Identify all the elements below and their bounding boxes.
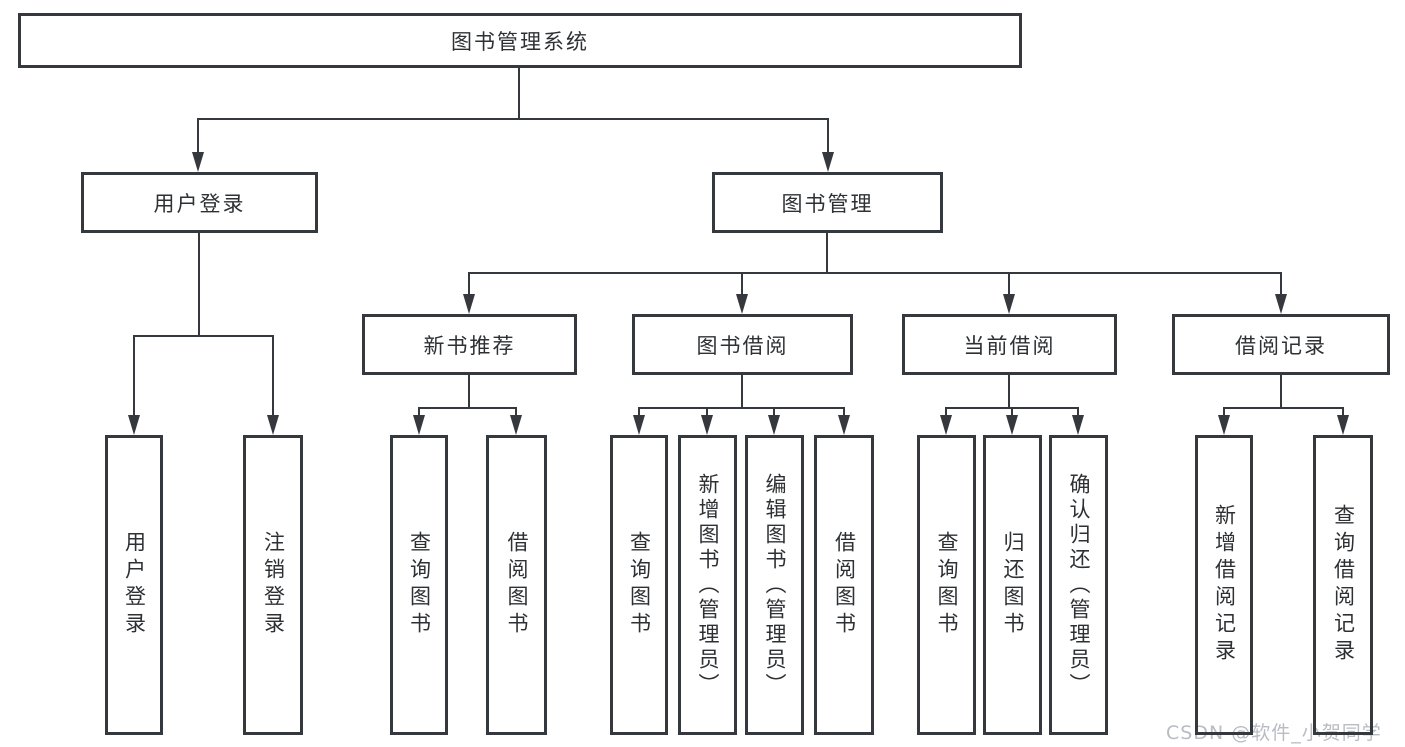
- node-user-login-module: 用户登录: [81, 172, 318, 233]
- node-new-book-recommend-label: 新书推荐: [423, 333, 516, 358]
- leaf-logout-arrowhead: [267, 415, 279, 435]
- leaf-borrow-edit-books-admin-label: 编辑图书（管理员）: [763, 472, 787, 698]
- leaf-current-query-books-label: 查询图书: [935, 531, 959, 639]
- records-add-arrowhead: [1218, 415, 1230, 435]
- leaf-logout: 注销登录: [243, 435, 303, 735]
- leaf-borrow-add-books-admin-label: 新增图书（管理员）: [696, 472, 720, 698]
- connector-drop-records-add: [1223, 407, 1225, 417]
- leaf-borrow-query-books: 查询图书: [610, 435, 668, 735]
- connector-drop-borrow-edit: [773, 407, 775, 417]
- records-query-arrowhead: [1337, 415, 1349, 435]
- connector-drop-current-query: [945, 407, 947, 417]
- leaf-borrow-query-books-label: 查询图书: [627, 531, 652, 639]
- node-book-management-module-label: 图书管理: [781, 191, 874, 216]
- leaf-recommend-borrow-books-label: 借阅图书: [505, 531, 529, 639]
- connector-drop-user-login: [197, 118, 199, 154]
- connector-drop-recommend: [468, 272, 470, 296]
- leaf-recommend-borrow-books: 借阅图书: [486, 435, 547, 735]
- borrow-query-arrowhead: [633, 415, 645, 435]
- connector-records-rail: [1223, 407, 1344, 409]
- connector-drop-recommend-borrow: [515, 407, 517, 417]
- leaf-records-add-record: 新增借阅记录: [1195, 435, 1253, 735]
- connector-drop-current: [1008, 272, 1010, 296]
- node-book-borrow: 图书借阅: [632, 314, 853, 375]
- node-current-borrow: 当前借阅: [902, 314, 1117, 375]
- connector-drop-recommend-query: [418, 407, 420, 417]
- node-current-borrow-label: 当前借阅: [963, 333, 1056, 358]
- connector-recommend-stem: [468, 375, 470, 408]
- connector-drop-borrow-borrow: [843, 407, 845, 417]
- leaf-current-confirm-return-admin: 确认归还（管理员）: [1049, 435, 1108, 735]
- node-borrow-records: 借阅记录: [1172, 314, 1390, 375]
- recommend-borrow-arrowhead: [510, 415, 522, 435]
- node-root-system: 图书管理系统: [18, 13, 1022, 68]
- leaf-user-login-label: 用户登录: [122, 531, 147, 639]
- leaf-current-return-books: 归还图书: [983, 435, 1042, 735]
- node-user-login-module-label: 用户登录: [153, 191, 246, 216]
- leaf-current-confirm-return-admin-label: 确认归还（管理员）: [1067, 472, 1091, 698]
- connector-user-login-stem: [198, 233, 200, 336]
- connector-drop-leaf-login: [133, 335, 135, 416]
- node-book-borrow-label: 图书借阅: [696, 333, 789, 358]
- leaf-user-login: 用户登录: [105, 435, 163, 735]
- user-login-arrowhead: [192, 152, 204, 172]
- connector-drop-book-management: [827, 118, 829, 154]
- leaf-records-add-record-label: 新增借阅记录: [1212, 504, 1237, 666]
- leaf-current-query-books: 查询图书: [917, 435, 976, 735]
- current-query-arrowhead: [940, 415, 952, 435]
- connector-drop-leaf-logout: [272, 335, 274, 416]
- recommend-arrowhead: [463, 294, 475, 314]
- connector-drop-borrow-add: [706, 407, 708, 417]
- leaf-borrow-borrow-books-label: 借阅图书: [832, 531, 857, 639]
- node-book-management-module: 图书管理: [712, 172, 943, 233]
- node-new-book-recommend: 新书推荐: [362, 314, 577, 375]
- leaf-current-return-books-label: 归还图书: [1001, 531, 1025, 639]
- borrow-edit-arrowhead: [768, 415, 780, 435]
- connector-current-stem: [1008, 375, 1010, 408]
- connector-drop-records: [1280, 272, 1282, 296]
- current-arrowhead: [1003, 294, 1015, 314]
- connector-drop-current-confirm: [1077, 407, 1079, 417]
- leaf-borrow-add-books-admin: 新增图书（管理员）: [678, 435, 737, 735]
- connector-borrow-stem: [741, 375, 743, 408]
- connector-book-management-stem: [826, 233, 828, 274]
- node-borrow-records-label: 借阅记录: [1235, 333, 1327, 358]
- records-arrowhead: [1275, 294, 1287, 314]
- connector-drop-current-return: [1011, 407, 1013, 417]
- connector-user-login-rail: [133, 335, 274, 337]
- leaf-borrow-edit-books-admin: 编辑图书（管理员）: [745, 435, 804, 735]
- connector-drop-borrow-query: [638, 407, 640, 417]
- node-root-system-label: 图书管理系统: [451, 29, 589, 54]
- leaf-borrow-borrow-books: 借阅图书: [814, 435, 874, 735]
- leaf-login-arrowhead: [128, 415, 140, 435]
- borrow-add-arrowhead: [701, 415, 713, 435]
- leaf-logout-label: 注销登录: [261, 531, 286, 639]
- book-management-arrowhead: [822, 152, 834, 172]
- borrow-borrow-arrowhead: [838, 415, 850, 435]
- connector-root-stem: [518, 68, 520, 119]
- connector-records-stem: [1280, 375, 1282, 408]
- connector-drop-borrow: [741, 272, 743, 296]
- connector-book-management-rail: [468, 272, 1282, 274]
- recommend-query-arrowhead: [413, 415, 425, 435]
- connector-recommend-rail: [418, 407, 517, 409]
- leaf-records-query-record-label: 查询借阅记录: [1331, 504, 1356, 666]
- current-return-arrowhead: [1006, 415, 1018, 435]
- connector-drop-records-query: [1342, 407, 1344, 417]
- leaf-recommend-query-books: 查询图书: [390, 435, 448, 735]
- leaf-records-query-record: 查询借阅记录: [1313, 435, 1373, 735]
- connector-borrow-rail: [638, 407, 845, 409]
- connector-root-rail: [197, 118, 829, 120]
- leaf-recommend-query-books-label: 查询图书: [407, 531, 432, 639]
- csdn-watermark: CSDN @软件_小贺同学: [1166, 722, 1382, 744]
- borrow-arrowhead: [736, 294, 748, 314]
- current-confirm-arrowhead: [1072, 415, 1084, 435]
